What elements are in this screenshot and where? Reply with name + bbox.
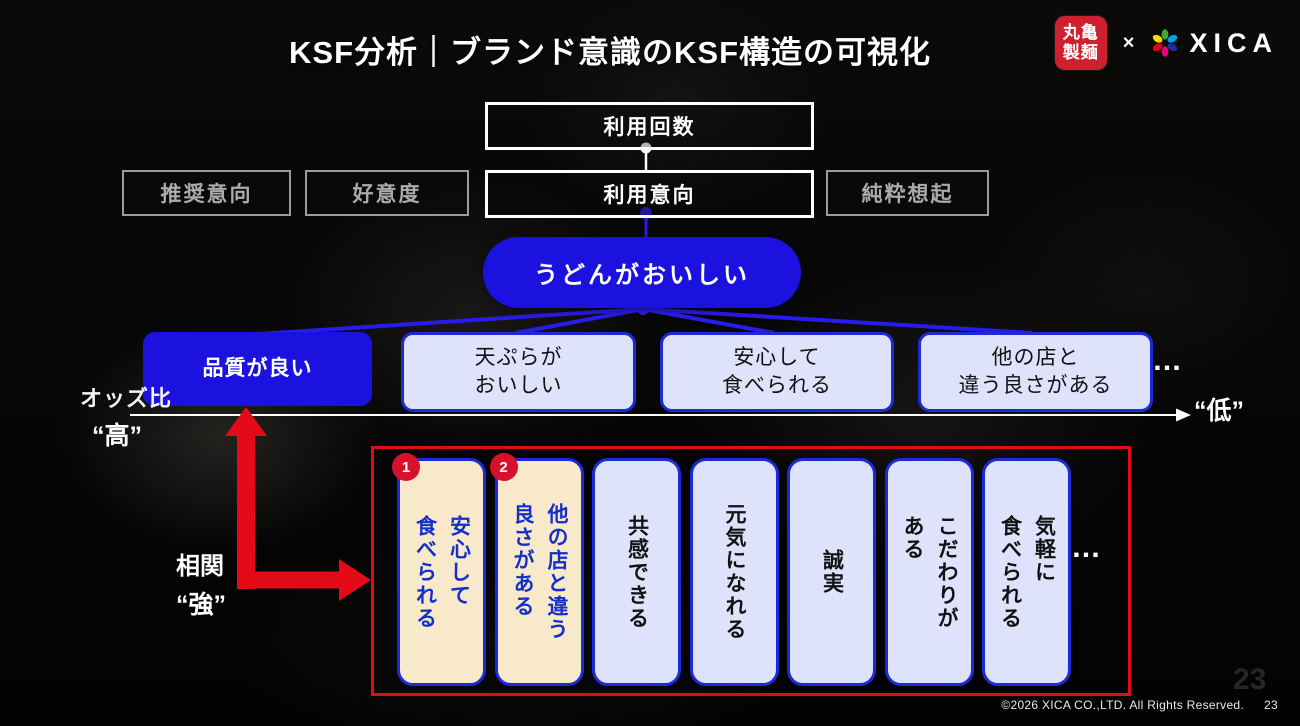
node-dimmed-unaided-recall: 純粋想起 [826,170,989,216]
copyright-text: ©2026 XICA CO.,LTD. All Rights Reserved. [1001,698,1245,712]
subfactor-label: 安心して 食べられる [413,514,471,630]
collab-x-mark: × [1122,31,1135,54]
node-root-udon-delicious: うどんがおいしい [483,237,801,308]
xica-flower-icon [1153,29,1178,57]
subfactor-casual-eating: 気軽に 食べられる [982,458,1071,686]
subfactor-label: 元気になれる [723,503,746,641]
footer: ©2026 XICA CO.,LTD. All Rights Reserved.… [1001,698,1278,712]
node-usage-count: 利用回数 [485,102,814,150]
subfactor-label: 共感できる [625,514,649,630]
subfactor-sincere: 誠実 [787,458,876,686]
header-logos: 丸亀 製麺 × XICA [1054,16,1278,70]
page-title: KSF分析｜ブランド意識のKSF構造の可視化 [289,35,931,70]
factor-unique-goodness: 他の店と 違う良さがある [918,332,1153,412]
odds-ratio-axis-label: オッズ比 [80,386,173,411]
subfactor-highlight-frame [371,446,1131,696]
factor-row-ellipsis: … [1152,344,1184,377]
subfactor-unique-goodness: 2 他の店と違う 良さがある [489,453,584,686]
odds-axis-low-label: “低” [1194,397,1245,425]
correlation-strong-label: “強” [176,591,227,619]
xica-wordmark: XICA [1189,27,1278,58]
subfactor-ellipsis: … [1071,531,1103,564]
node-usage-intent: 利用意向 [485,170,814,218]
marugame-logo-line2: 製麺 [1062,43,1099,62]
watermark-page-number: 23 [1233,663,1267,696]
factor-quality: 品質が良い [143,332,372,406]
subfactor-empathize: 共感できる [592,458,681,686]
subfactor-label: 他の店と違う 良さがある [511,503,569,641]
odds-axis-high-label: “高” [92,422,143,450]
node-dimmed-favorability: 好意度 [305,170,469,216]
node-dimmed-recommend-intent: 推奨意向 [122,170,291,216]
marugame-seimen-logo: 丸亀 製麺 [1054,16,1107,70]
marugame-logo-line1: 丸亀 [1062,22,1099,42]
factor-safe-to-eat: 安心して 食べられる [660,332,894,412]
subfactor-energizing: 元気になれる [689,458,779,686]
subfactor-label: 誠実 [820,549,844,595]
page-number: 23 [1264,698,1278,712]
rank-2-badge: 2 [489,453,518,481]
correlation-label: 相関 [176,553,224,580]
subfactor-label: こだわりが ある [901,514,959,630]
xica-logo: XICA [1150,28,1278,59]
subfactor-commitment: こだわりが ある [884,458,974,686]
subfactor-safe-to-eat: 1 安心して 食べられる [392,453,486,686]
rank-1-badge: 1 [392,453,420,481]
factor-tempura: 天ぷらが おいしい [401,332,636,412]
subfactor-label: 気軽に 食べられる [998,514,1056,630]
